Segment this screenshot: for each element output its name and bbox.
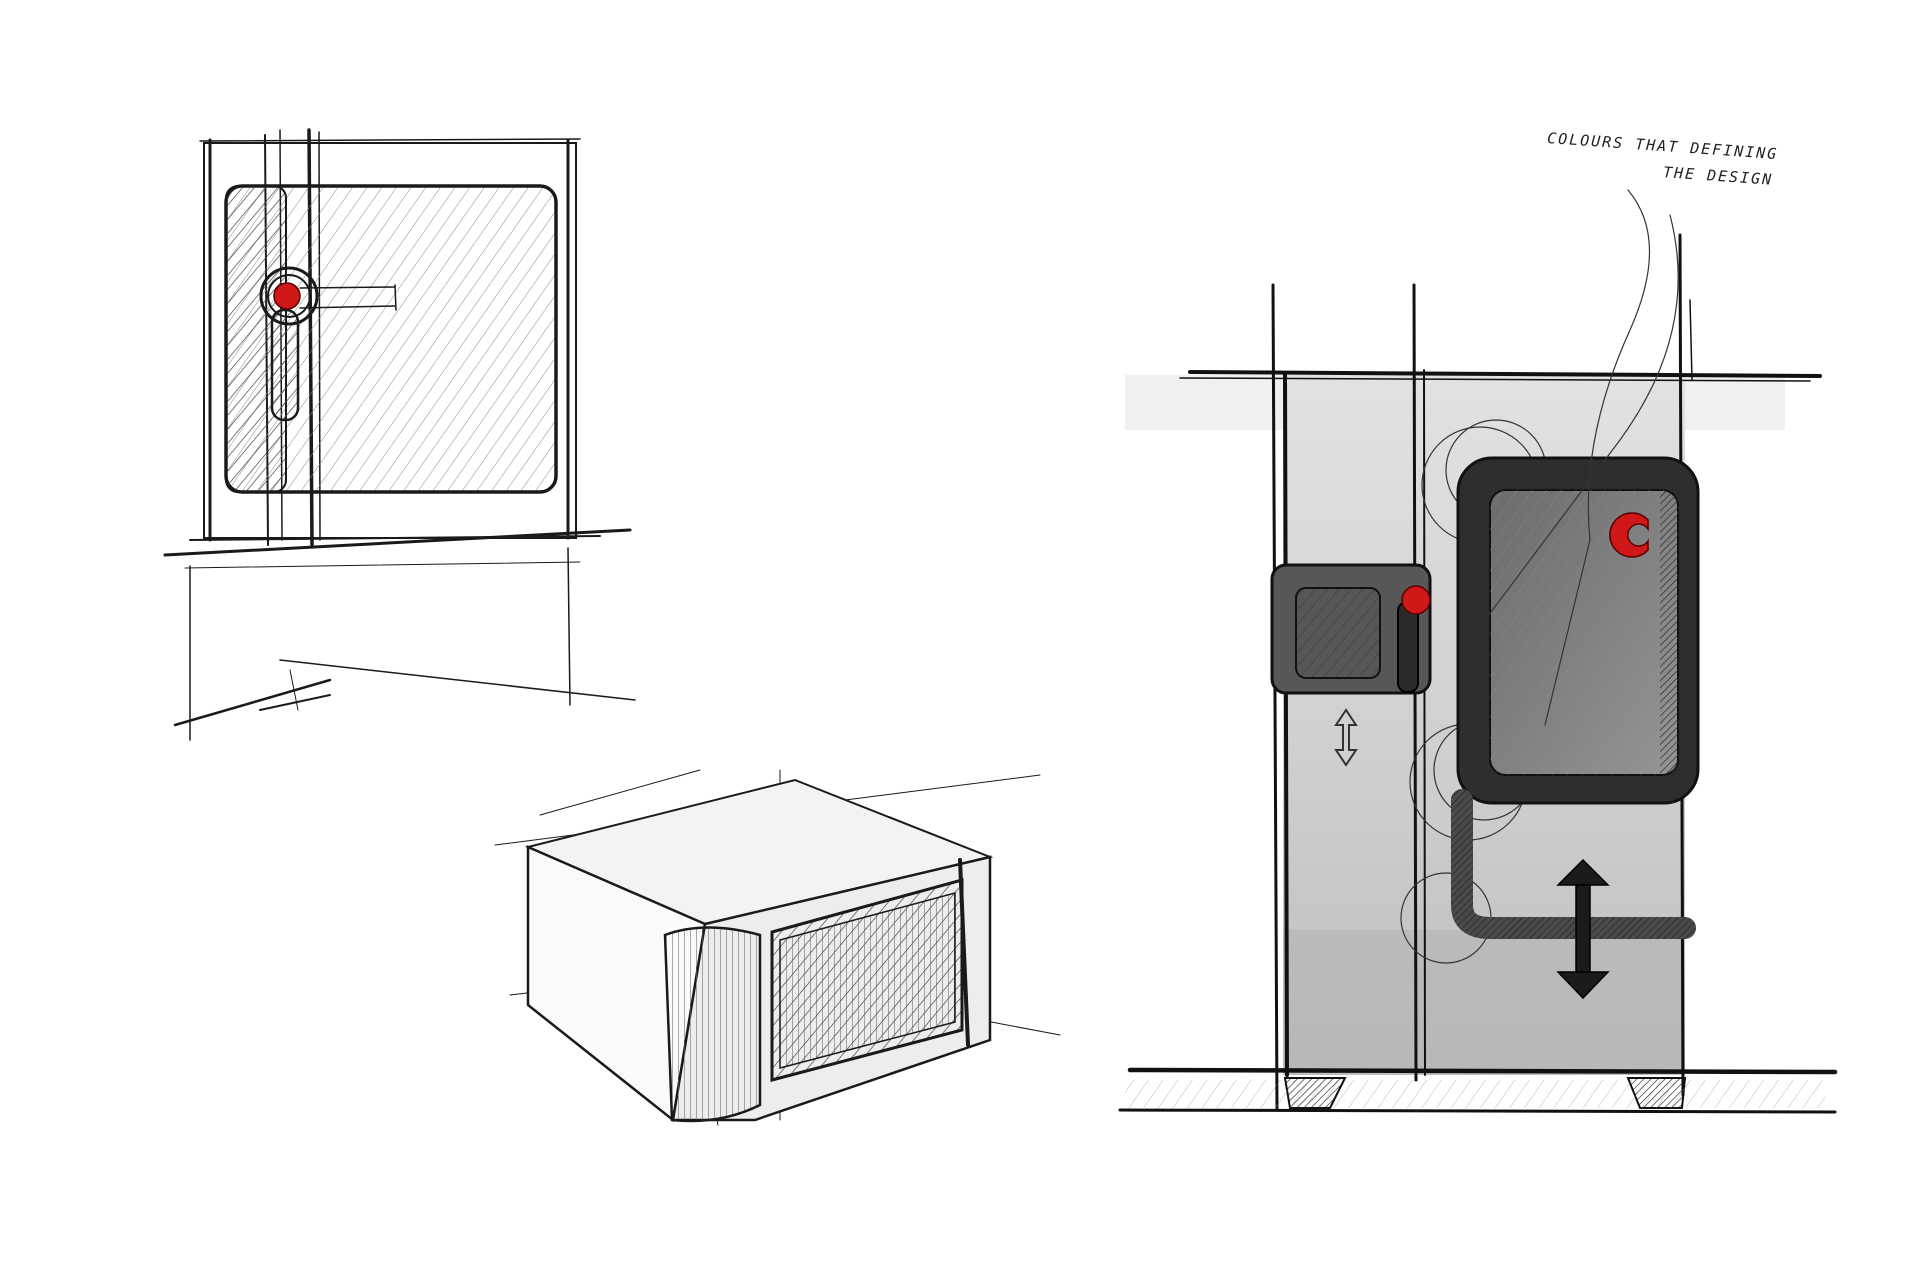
rendered-side-view bbox=[1118, 189, 1838, 1114]
red-knob-control bbox=[1401, 585, 1431, 615]
perspective-view-sketch bbox=[494, 769, 1061, 1126]
red-lock-knob-front bbox=[273, 282, 301, 310]
red-c-handle bbox=[1609, 512, 1649, 558]
front-view-sketch bbox=[163, 128, 636, 741]
